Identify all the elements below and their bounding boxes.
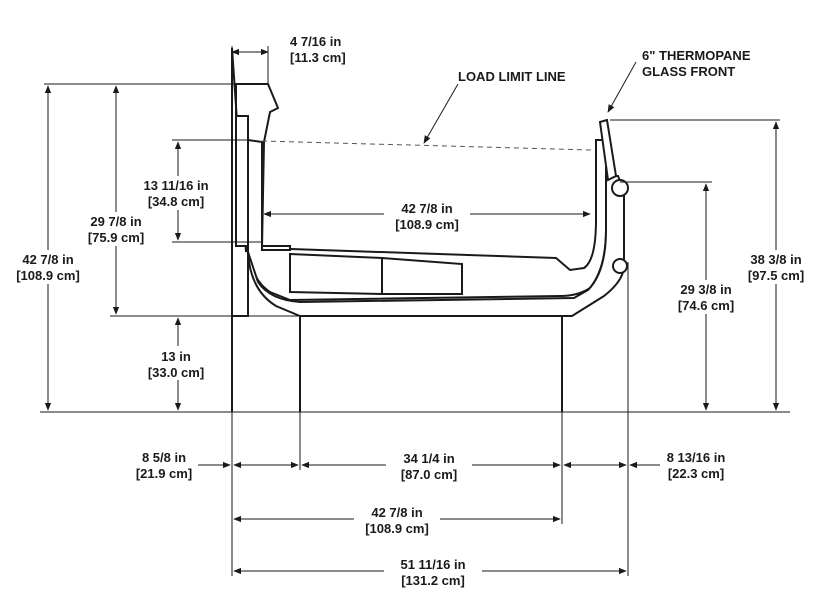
glass-label-line1: 6" THERMOPANE: [642, 48, 751, 63]
glass-height-imperial: 38 3/8 in: [750, 252, 801, 267]
overall-height-imperial: 42 7/8 in: [22, 252, 73, 267]
front-rail-top: [611, 179, 629, 197]
overall-width-metric: [131.2 cm]: [401, 573, 465, 588]
base-height-imperial: 13 in: [161, 349, 191, 364]
well-depth-metric: [34.8 cm]: [148, 194, 204, 209]
glass-label-line2: GLASS FRONT: [642, 64, 735, 79]
front-offset-imperial: 8 13/16 in: [667, 450, 726, 465]
outer-shell: [247, 175, 625, 317]
top-width-imperial: 4 7/16 in: [290, 34, 341, 49]
overall-height-metric: [108.9 cm]: [16, 268, 80, 283]
interior-width-imperial: 42 7/8 in: [401, 201, 452, 216]
overall-width-imperial: 51 11/16 in: [400, 557, 465, 572]
front-offset-metric: [22.3 cm]: [668, 466, 724, 481]
glass-front: [598, 118, 618, 182]
case-width-imperial: 42 7/8 in: [371, 505, 422, 520]
load-limit-label: LOAD LIMIT LINE: [458, 69, 566, 84]
rear-offset-imperial: 8 5/8 in: [142, 450, 186, 465]
case-width-metric: [108.9 cm]: [365, 521, 429, 536]
product-block-right: [381, 256, 463, 295]
rear-lip: [235, 115, 249, 247]
glass-height-metric: [97.5 cm]: [748, 268, 804, 283]
interior-width-metric: [108.9 cm]: [395, 217, 459, 232]
product-deck: [261, 245, 291, 251]
front-height-metric: [74.6 cm]: [678, 298, 734, 313]
base-width-imperial: 34 1/4 in: [403, 451, 454, 466]
load-limit-leader: [423, 83, 459, 144]
rear-height-imperial: 29 7/8 in: [90, 214, 141, 229]
well-depth-imperial: 13 11/16 in: [143, 178, 208, 193]
front-rail-bottom: [612, 258, 628, 274]
top-width-metric: [11.3 cm]: [290, 50, 346, 65]
product-block-left: [289, 252, 383, 296]
rear-height-metric: [75.9 cm]: [88, 230, 144, 245]
rear-offset-metric: [21.9 cm]: [136, 466, 192, 481]
case-outline: [40, 47, 790, 413]
front-height-imperial: 29 3/8 in: [680, 282, 731, 297]
base-width-metric: [87.0 cm]: [401, 467, 457, 482]
base-height-metric: [33.0 cm]: [148, 365, 204, 380]
load-limit-line: [261, 140, 593, 151]
glass-leader: [607, 61, 637, 113]
